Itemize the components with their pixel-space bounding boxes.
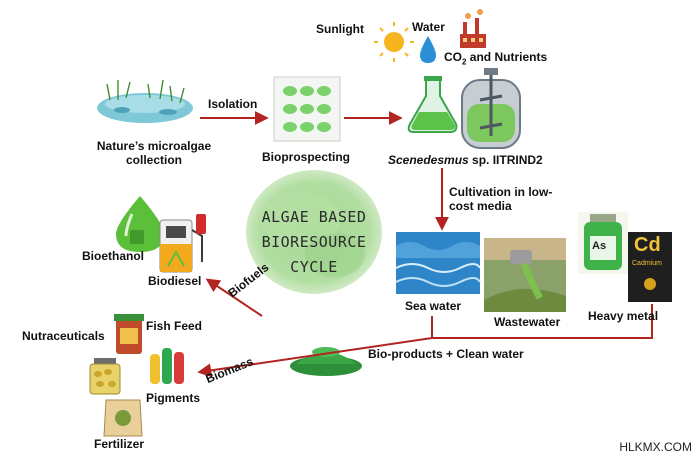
arrow-return-line <box>431 304 653 339</box>
bioprospecting-plate-icon <box>273 76 341 142</box>
bioprospecting-label: Bioprospecting <box>262 150 351 164</box>
flask-icon <box>407 76 458 133</box>
fish-feed-jar-icon <box>114 314 144 354</box>
arrow-media-link <box>197 337 433 378</box>
fish-feed-label: Fish Feed <box>146 319 203 333</box>
fuel-pump-icon <box>159 214 206 273</box>
green-powder-icon <box>290 347 362 376</box>
nutraceuticals-label: Nutraceuticals <box>22 329 105 343</box>
sun-icon <box>374 22 414 62</box>
microalgae-pond-icon <box>97 79 193 123</box>
cadmium-tile-icon <box>628 232 672 302</box>
cd-symbol: Cd <box>634 234 661 256</box>
center-line-2: BIORESOURCE <box>261 233 367 251</box>
water-drop-icon <box>420 36 436 63</box>
sea-water-image <box>395 232 481 294</box>
bio-products-label: Bio-products + Clean water <box>368 347 524 361</box>
watermark: HLKMX.COM <box>619 440 692 454</box>
pigment-tubes-icon <box>150 348 184 384</box>
cultivation-label: Cultivation in low-cost media <box>449 185 553 213</box>
co2-label: CO2 and Nutrients <box>444 50 548 67</box>
sunlight-label: Sunlight <box>316 22 364 36</box>
biodiesel-label: Biodiesel <box>148 274 202 288</box>
isolation-label: Isolation <box>208 97 258 111</box>
wastewater-image <box>484 238 566 312</box>
center-line-3: CYCLE <box>290 258 338 276</box>
pigments-label: Pigments <box>146 391 201 405</box>
flow-arrows <box>197 111 653 378</box>
center-line-1: ALGAE BASED <box>261 208 367 226</box>
fertilizer-bag-icon <box>103 399 143 437</box>
water-label: Water <box>412 20 445 34</box>
strain-label: Scenedesmus sp. IITRIND2 <box>388 153 543 167</box>
heavy-metal-label: Heavy metal <box>588 309 659 323</box>
arrow-biofuels <box>205 278 263 317</box>
nutraceuticals-jar-icon <box>89 358 121 395</box>
factory-icon <box>460 9 486 48</box>
sea-water-label: Sea water <box>405 299 462 313</box>
fertilizer-label: Fertilizer <box>94 437 145 451</box>
wastewater-label: Wastewater <box>494 315 561 329</box>
as-symbol: As <box>592 240 607 252</box>
bioreactor-icon <box>461 68 521 149</box>
arsenic-bottle-icon <box>578 212 628 274</box>
bioethanol-label: Bioethanol <box>82 249 144 263</box>
center-circle <box>246 170 382 294</box>
bioethanol-drop-icon <box>116 196 164 252</box>
cd-name: Cadmium <box>632 260 662 267</box>
